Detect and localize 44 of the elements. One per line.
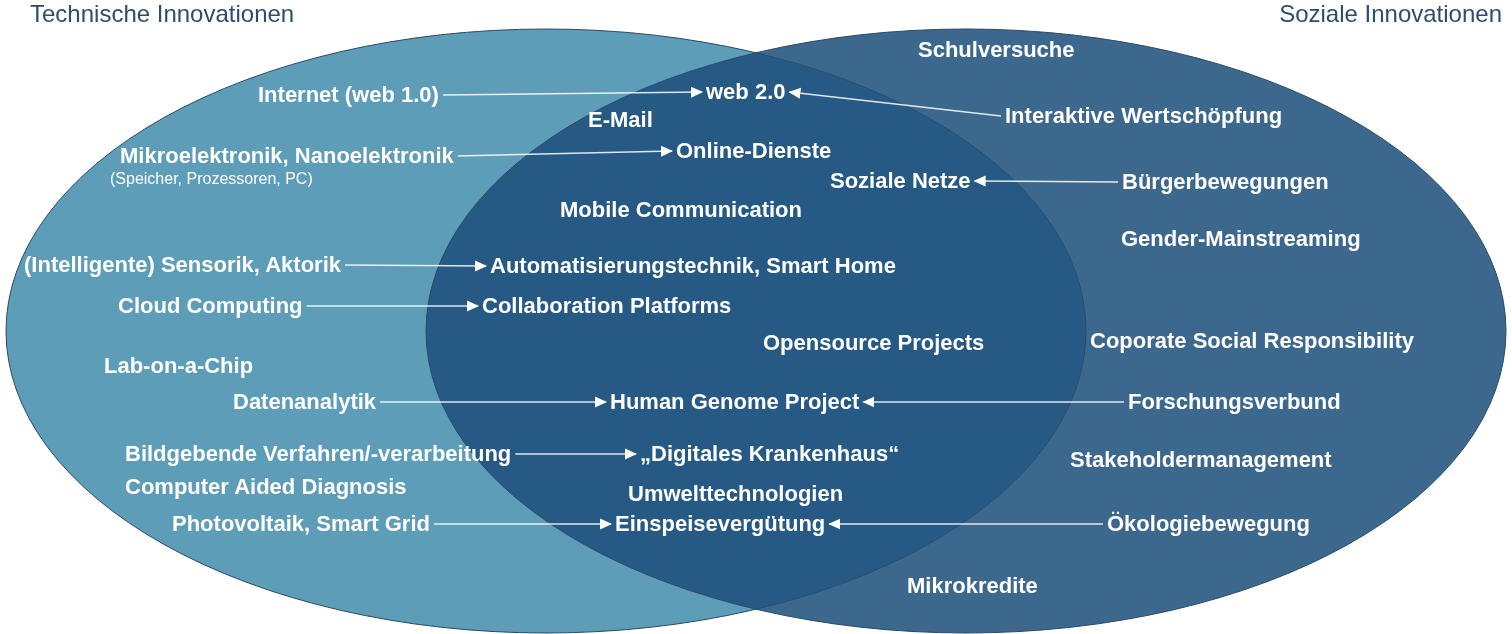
innovation-label: Mobile Communication (560, 197, 802, 223)
innovation-label: Interaktive Wertschöpfung (1005, 103, 1283, 129)
innovation-label: Lab-on-a-Chip (104, 353, 254, 379)
innovation-label: Collaboration Platforms (482, 293, 732, 319)
arrow (514, 448, 637, 460)
innovation-label: Schulversuche (918, 37, 1075, 63)
innovation-label: Datenanalytik (233, 389, 377, 415)
innovation-label: Computer Aided Diagnosis (125, 474, 407, 500)
innovation-label: Coporate Social Responsibility (1090, 328, 1414, 354)
set-heading: Technische Innovationen (30, 0, 295, 28)
arrow (973, 175, 1119, 187)
innovation-label: Cloud Computing (118, 293, 303, 319)
innovation-label: Soziale Netze (830, 168, 971, 194)
innovation-label: web 2.0 (706, 79, 786, 105)
arrow (379, 396, 607, 408)
innovation-label: E-Mail (588, 107, 653, 133)
innovation-label: (Intelligente) Sensorik, Aktorik (24, 252, 342, 278)
innovation-label: Mikrokredite (907, 573, 1038, 599)
note-text: (Speicher, Prozessoren, PC) (110, 169, 314, 189)
innovation-label: Opensource Projects (763, 330, 985, 356)
arrow (862, 396, 1125, 408)
innovation-label: „Digitales Krankenhaus“ (640, 441, 900, 467)
arrow (305, 300, 479, 312)
arrow (433, 518, 612, 530)
innovation-label: Automatisierungstechnik, Smart Home (490, 253, 896, 279)
innovation-label: Photovoltaik, Smart Grid (172, 511, 430, 537)
innovation-label: Internet (web 1.0) (258, 82, 439, 108)
arrow (442, 86, 703, 98)
innovation-label: Human Genome Project (610, 389, 860, 415)
innovation-label: Ökologiebewegung (1107, 511, 1310, 537)
innovation-label: Bürgerbewegungen (1122, 169, 1329, 195)
innovation-label: Einspeisevergütung (615, 511, 826, 537)
arrow (788, 87, 1002, 117)
arrow (344, 260, 487, 272)
innovation-label: Umwelttechnologien (628, 481, 844, 507)
innovation-label: Bildgebende Verfahren/-verarbeitung (125, 441, 512, 467)
innovation-label: Online-Dienste (676, 138, 832, 164)
innovation-label: Stakeholdermanagement (1070, 447, 1332, 473)
arrow (828, 518, 1104, 530)
arrow (457, 145, 673, 157)
innovation-label: Forschungsverbund (1128, 389, 1341, 415)
set-heading: Soziale Innovationen (1279, 0, 1502, 28)
innovation-label: Mikroelektronik, Nanoelektronik (120, 143, 454, 169)
innovation-label: Gender-Mainstreaming (1121, 226, 1361, 252)
